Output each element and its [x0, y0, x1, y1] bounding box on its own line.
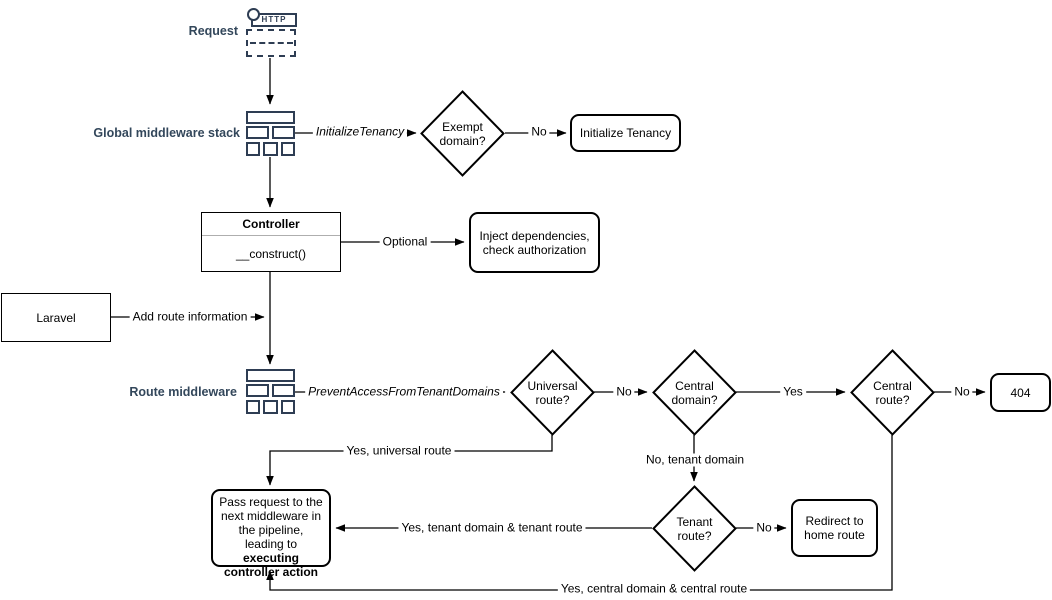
request-label: Request — [188, 24, 238, 38]
edge-label-no-exempt: No — [528, 125, 550, 139]
controller-node: Controller __construct() — [201, 212, 341, 272]
tenant-route-diamond: Tenant route? — [652, 485, 737, 572]
middleware-stack-icon — [246, 369, 295, 414]
edge-label-no-central-route: No — [951, 385, 973, 399]
edge-label-yes-universal-route: Yes, universal route — [343, 444, 455, 458]
edge-label-no-universal: No — [613, 385, 635, 399]
universal-route-text: Universal route? — [527, 378, 578, 407]
edge-label-yes-central: Yes, central domain & central route — [557, 582, 751, 596]
http-request-divider-icon — [250, 42, 293, 44]
controller-title: Controller — [202, 213, 340, 236]
http-request-icon: HTTP — [243, 6, 299, 59]
central-route-text: Central route? — [873, 378, 912, 407]
route-middleware-label: Route middleware — [129, 385, 237, 399]
universal-route-diamond: Universal route? — [510, 349, 595, 436]
edge-label-initialize-tenancy: InitializeTenancy — [312, 125, 408, 139]
http-request-circle-icon — [247, 8, 260, 21]
edge-label-prevent-access: PreventAccessFromTenantDomains — [305, 385, 503, 399]
edge-label-optional: Optional — [379, 235, 431, 249]
controller-method: __construct() — [235, 247, 307, 261]
middleware-stack-icon — [246, 111, 295, 156]
central-domain-diamond: Central domain? — [652, 349, 737, 436]
pass-request-node: Pass request to the next middleware in t… — [211, 489, 331, 579]
inject-dependencies-node: Inject dependencies, check authorization — [469, 212, 600, 273]
tenant-route-text: Tenant route? — [676, 514, 713, 543]
edge-label-yes-tenant: Yes, tenant domain & tenant route — [398, 521, 586, 535]
pass-request-text: Pass request to the next middleware in t… — [219, 495, 323, 551]
central-domain-text: Central domain? — [671, 378, 718, 407]
laravel-node: Laravel — [1, 293, 111, 342]
exempt-domain-diamond: Exempt domain? — [420, 90, 505, 177]
global-middleware-label: Global middleware stack — [93, 126, 240, 140]
redirect-home-node: Redirect to home route — [791, 499, 878, 557]
exempt-domain-text: Exempt domain? — [439, 119, 486, 148]
pass-request-bold-text: executing controller action — [223, 551, 318, 579]
edge-label-add-route-information: Add route information — [129, 310, 251, 324]
edge-label-no-tenant-domain: No, tenant domain — [642, 453, 748, 467]
initialize-tenancy-node: Initialize Tenancy — [570, 114, 681, 152]
central-route-diamond: Central route? — [850, 349, 935, 436]
edge-label-no-tenant-route: No — [753, 521, 775, 535]
edge-universal-yes-to-pass — [266, 435, 553, 486]
http-label: HTTP — [261, 15, 287, 24]
edge-label-yes-central-domain: Yes — [780, 385, 806, 399]
not-found-node: 404 — [990, 373, 1051, 412]
